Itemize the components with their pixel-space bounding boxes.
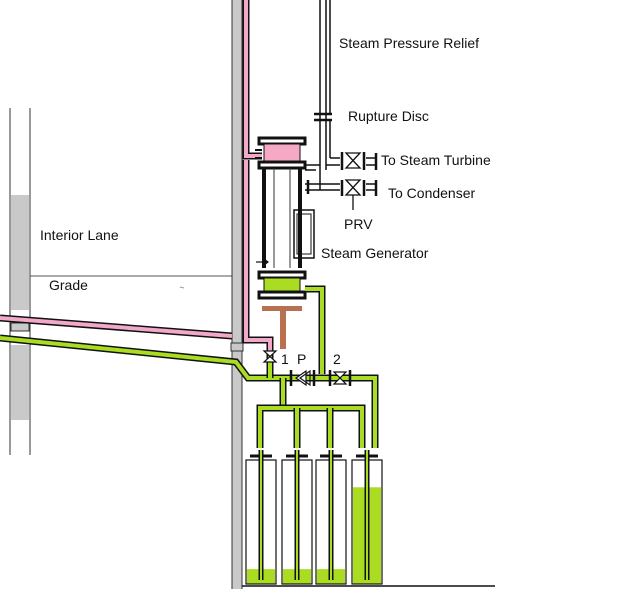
central-wall [230, 0, 244, 589]
prv-valve [340, 179, 378, 210]
turbine-valve [340, 152, 378, 170]
storage-tank [245, 450, 277, 585]
storage-tank [281, 450, 313, 585]
tunnel-steam-line [0, 314, 233, 340]
storage-tank [351, 450, 383, 585]
label-to-condenser: To Condenser [388, 185, 476, 201]
generator-liquid-line [305, 285, 326, 374]
label-interior-lane: Interior Lane [40, 227, 119, 243]
storage-tanks [245, 450, 383, 585]
steam-relief-lines [305, 0, 340, 194]
valve-1 [262, 350, 278, 363]
label-steam-generator: Steam Generator [321, 245, 429, 261]
label-steam-pressure-relief: Steam Pressure Relief [339, 35, 479, 51]
label-to-steam-turbine: To Steam Turbine [381, 152, 491, 168]
pump-p [289, 369, 316, 387]
left-shaft [9, 108, 31, 455]
tank-manifold [256, 378, 366, 448]
label-grade: Grade [49, 277, 88, 293]
tunnel-liquid-line [0, 334, 258, 382]
steam-vertical-line [242, 0, 274, 352]
stray-mark [179, 286, 185, 289]
label-valve-2: 2 [333, 351, 341, 367]
label-pump-p: P [297, 351, 306, 367]
label-prv: PRV [344, 216, 373, 232]
storage-tank [315, 450, 347, 585]
label-valve-1: 1 [281, 351, 289, 367]
valve-2 [328, 370, 352, 386]
label-rupture-disc: Rupture Disc [348, 108, 429, 124]
pump-header [258, 352, 379, 448]
